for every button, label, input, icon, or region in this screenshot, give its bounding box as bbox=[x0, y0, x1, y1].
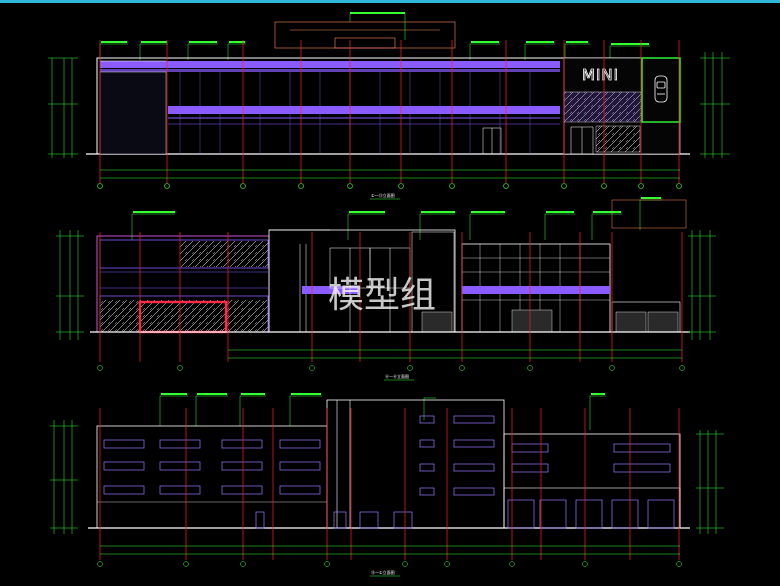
elevation-3-axis-lines bbox=[99, 408, 680, 560]
top-border-line bbox=[0, 0, 780, 3]
elevation-3-leader-labels bbox=[159, 395, 606, 430]
watermark: 模型组 bbox=[328, 275, 436, 316]
elevation-3-title: ⑫—①立面图 bbox=[371, 569, 395, 575]
elevation-2-dimensions bbox=[56, 230, 716, 371]
elevation-2-axis-lines bbox=[99, 232, 683, 362]
elevation-1-leader-labels bbox=[99, 43, 650, 60]
elevation-2-title: Ⓐ—Ⓚ立面图 bbox=[385, 373, 409, 379]
elevation-3-leader-dots bbox=[161, 393, 605, 395]
elevation-3-dimensions bbox=[50, 420, 724, 567]
elevation-3-building bbox=[88, 399, 690, 529]
elevation-2-leader-dots bbox=[133, 197, 661, 213]
elevation-1-title: ①—⑫立面图 bbox=[371, 192, 395, 198]
elevation-1-building: MINI bbox=[86, 57, 690, 155]
elevation-2: Ⓐ—Ⓚ立面图 bbox=[56, 197, 716, 381]
roof-structure bbox=[274, 21, 456, 49]
car-icon bbox=[654, 75, 668, 103]
elevation-3: ⑫—①立面图 bbox=[50, 393, 724, 577]
elevation-1-axis-bubbles bbox=[97, 183, 682, 189]
elevation-1: MINI bbox=[48, 12, 730, 200]
brand-sign-mini: MINI bbox=[582, 66, 619, 84]
elevation-1-leader-dots bbox=[101, 41, 649, 45]
elevation-2-leader-labels bbox=[131, 199, 662, 240]
elevation-3-windows bbox=[103, 415, 675, 529]
elevation-1-axis-lines bbox=[99, 40, 680, 184]
elevation-2-building bbox=[90, 199, 690, 334]
elevation-1-dimensions bbox=[48, 52, 730, 179]
